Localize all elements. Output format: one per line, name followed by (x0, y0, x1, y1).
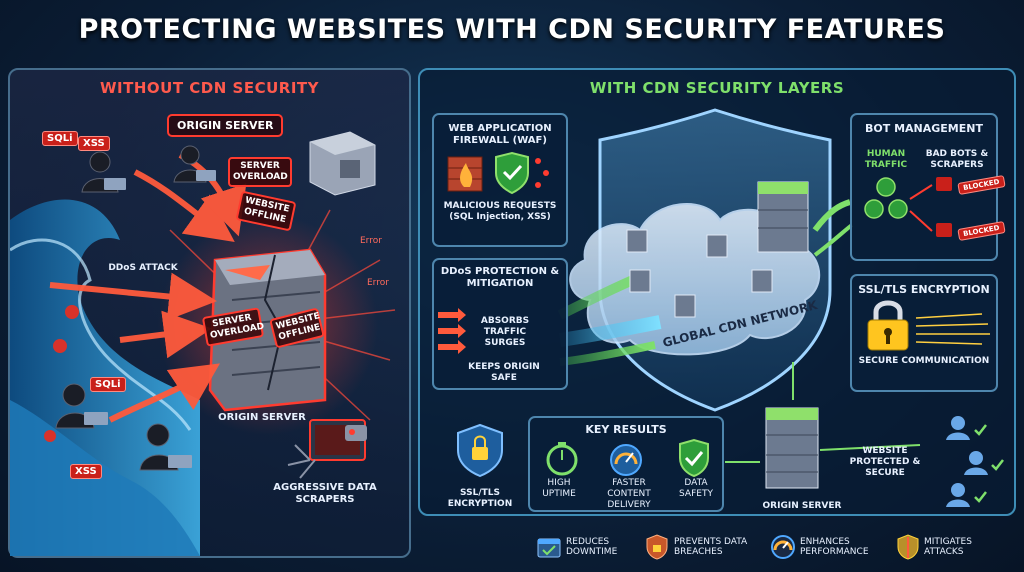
origin-server-right-label: ORIGIN SERVER (762, 501, 842, 511)
shield-icon (897, 534, 919, 560)
bot-management-box: BOT MANAGEMENT HUMAN TRAFFIC BAD BOTS & … (850, 113, 1006, 261)
benefit-enhances-performance: ENHANCES PERFORMANCE (770, 534, 882, 560)
benefit-reduces-downtime: REDUCES DOWNTIME (536, 534, 630, 560)
ddos-attack-label: DDoS ATTACK (108, 263, 178, 273)
benefit-prevents-breaches: PREVENTS DATA BREACHES (644, 534, 756, 560)
error-label-2: Error (367, 278, 389, 288)
benefit-mitigates-attacks: MITIGATES ATTACKS (896, 534, 984, 560)
check-icon (974, 424, 1004, 503)
bot-title: BOT MANAGEMENT (865, 122, 983, 135)
xss-tag-2: XSS (70, 464, 102, 479)
bot-illustration (864, 177, 952, 237)
ssl-caption: SECURE COMMUNICATION (858, 356, 990, 366)
protected-label: WEBSITE PROTECTED & SECURE (849, 446, 921, 478)
ddos-box: DDoS PROTECTION & MITIGATION ABSORBS TRA… (432, 258, 568, 390)
bad-bots-label: BAD BOTS & SCRAPERS (925, 149, 989, 170)
ddos-title: DDoS PROTECTION & MITIGATION (440, 266, 560, 289)
incoming-arrows-icon (438, 308, 466, 354)
ssl-tls-box: SSL/TLS ENCRYPTION SECURE COMMUNICATION (850, 274, 998, 392)
waf-title: WEB APPLICATION FIREWALL (WAF) (448, 123, 552, 146)
server-icon (309, 131, 376, 196)
keeps-origin-label: KEEPS ORIGIN SAFE (468, 362, 540, 383)
xss-tag: XSS (78, 136, 110, 151)
sqli-tag-2: SQLi (90, 377, 126, 392)
with-cdn-heading: WITH CDN SECURITY LAYERS (589, 79, 845, 97)
high-uptime-label: HIGH UPTIME (542, 478, 576, 499)
ssl-shield-icon (457, 423, 503, 478)
sqli-tag: SQLi (42, 131, 78, 146)
speedometer-icon (610, 444, 642, 476)
cdn-main-server (757, 181, 809, 253)
benefit-label: MITIGATES ATTACKS (924, 537, 972, 557)
page-title: PROTECTING WEBSITES WITH CDN SECURITY FE… (78, 14, 946, 45)
ssl-title: SSL/TLS ENCRYPTION (858, 283, 990, 296)
human-traffic-label: HUMAN TRAFFIC (864, 149, 908, 170)
shield-lock-icon (646, 534, 668, 560)
origin-server-safe (765, 407, 819, 489)
benefit-label: REDUCES DOWNTIME (566, 537, 618, 557)
bad-bot-icon (936, 177, 952, 237)
bug-icon (44, 305, 79, 442)
without-cdn-heading: WITHOUT CDN SECURITY (100, 79, 319, 97)
key-results-icons (546, 438, 709, 478)
calendar-check-icon (537, 538, 561, 558)
benefit-label: ENHANCES PERFORMANCE (800, 537, 869, 557)
gauge-icon (771, 535, 795, 559)
key-results-box: KEY RESULTS HIGH UPTIME FASTER CONTENT D… (528, 416, 724, 512)
edge-server-icon (626, 229, 773, 318)
data-safety-label: DATA SAFETY (679, 478, 713, 499)
scrapers-label: AGGRESSIVE DATA SCRAPERS (273, 482, 377, 505)
faster-delivery-label: FASTER CONTENT DELIVERY (607, 478, 651, 510)
padlock-icon (867, 300, 990, 351)
cdn-illustration (457, 108, 1004, 507)
waf-box: WEB APPLICATION FIREWALL (WAF) MALICIOUS… (432, 113, 568, 247)
firewall-icon (447, 151, 549, 195)
origin-server-label-bottom: ORIGIN SERVER (218, 412, 306, 423)
origin-server-label-top: ORIGIN SERVER (167, 114, 284, 137)
ssl-small-label: SSL/TLS ENCRYPTION (447, 488, 513, 509)
benefits-bar: REDUCES DOWNTIME PREVENTS DATA BREACHES … (536, 534, 1016, 560)
absorbs-label: ABSORBS TRAFFIC SURGES (480, 316, 530, 348)
user-icon (946, 416, 988, 507)
benefit-label: PREVENTS DATA BREACHES (674, 537, 748, 557)
key-results-title: KEY RESULTS (585, 423, 667, 436)
human-icon (864, 177, 908, 219)
shield-check-icon (679, 438, 709, 478)
error-label-1: Error (360, 236, 382, 246)
scraper-robot-icon (287, 419, 367, 479)
server-overload-tag: SERVER OVERLOAD (228, 157, 292, 187)
waf-caption: MALICIOUS REQUESTS (SQL Injection, XSS) (443, 201, 557, 222)
stopwatch-icon (546, 442, 578, 476)
